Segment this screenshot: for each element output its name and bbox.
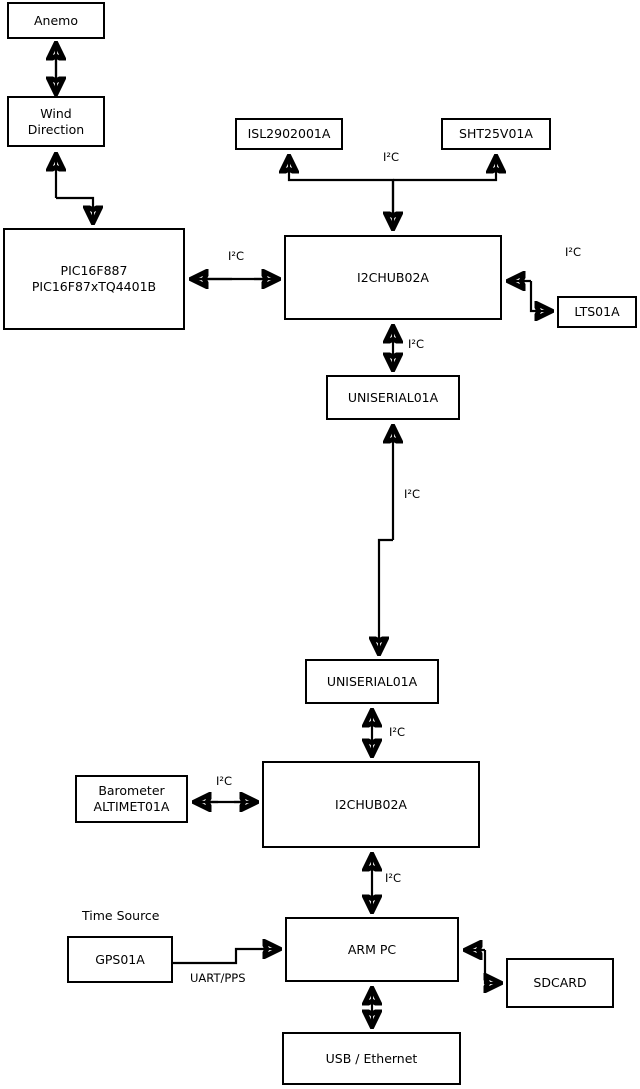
node-uniserial01a-lower[interactable]: UNISERIAL01A [305,659,439,704]
edge-label-i2c-pic-hub-top: I²C [228,249,245,263]
node-sdcard[interactable]: SDCARD [506,958,614,1008]
connector-i2chub-top-sensors [289,157,496,231]
edge-label-i2c-barometer-hub-bottom: I²C [216,774,233,788]
node-i2chub02a-bottom[interactable]: I2CHUB02A [262,761,480,848]
connector-arm-pc-sdcard [466,950,500,983]
node-wind-direction[interactable]: Wind Direction [7,96,105,147]
edge-label-i2c-hub-top-sensors: I²C [383,150,400,164]
node-pic-microcontroller[interactable]: PIC16F887 PIC16F87xTQ4401B [3,228,185,330]
node-arm-pc[interactable]: ARM PC [285,917,459,982]
edge-label-i2c-hub-top-uniserial: I²C [408,337,425,351]
connector-wind-direction-pic [56,155,93,222]
label-time-source: Time Source [82,908,160,923]
node-uniserial01a-upper[interactable]: UNISERIAL01A [326,375,460,420]
edge-label-i2c-uniserial-hub-bottom: I²C [389,725,406,739]
connector-uniserial-a-uniserial-b [379,427,393,653]
connector-gps-arm-pc [173,949,279,965]
edge-label-i2c-hub-top-lts: I²C [565,245,582,259]
node-lts01a[interactable]: LTS01A [557,296,637,328]
connector-i2chub-top-lts [509,281,551,311]
edge-label-i2c-uniserial-link: I²C [404,487,421,501]
node-anemo[interactable]: Anemo [7,2,105,39]
node-i2chub02a-top[interactable]: I2CHUB02A [284,235,502,320]
node-usb-ethernet[interactable]: USB / Ethernet [282,1032,461,1085]
node-barometer-altimet01a[interactable]: Barometer ALTIMET01A [75,775,188,823]
edge-label-i2c-hub-bottom-arm: I²C [385,871,402,885]
node-sht25v01a[interactable]: SHT25V01A [441,118,551,150]
node-isl2902001a[interactable]: ISL2902001A [235,118,343,150]
edge-label-uart-pps-gps-arm: UART/PPS [190,971,246,985]
node-gps01a[interactable]: GPS01A [67,936,173,983]
